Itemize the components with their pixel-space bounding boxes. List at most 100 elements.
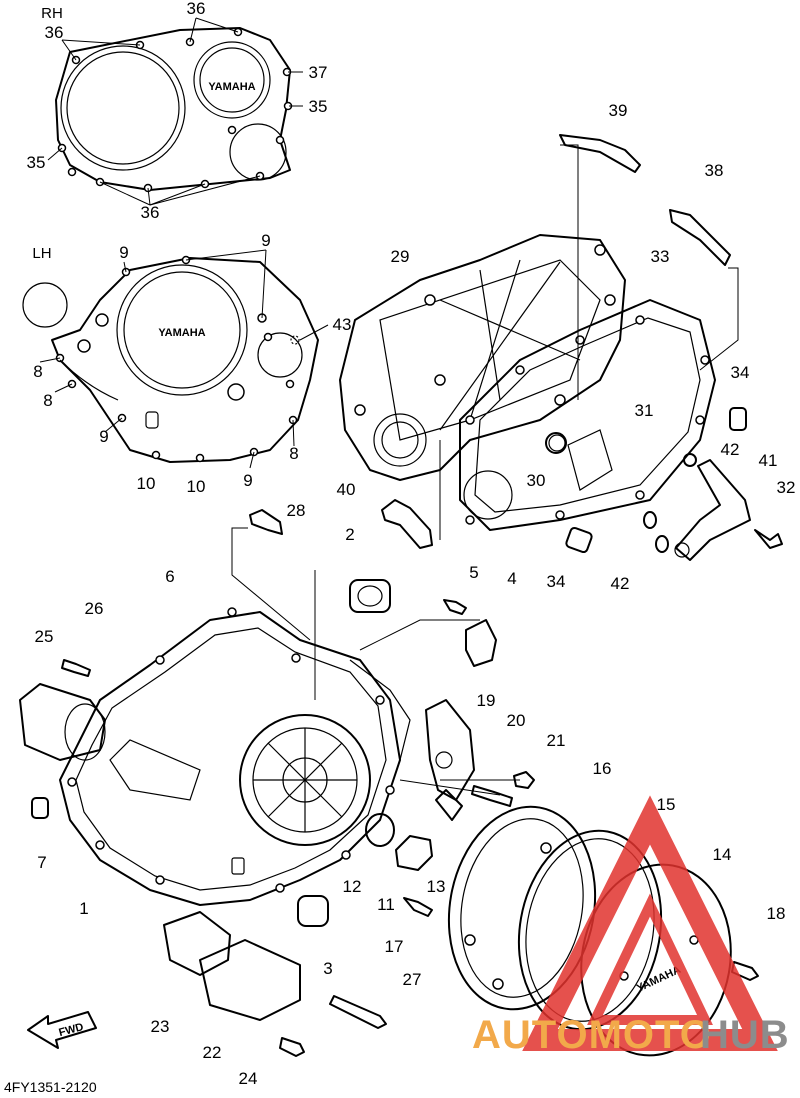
callout-14: 14 [713,845,732,864]
brand-emboss-lh: YAMAHA [158,327,205,339]
callout-9: 9 [119,243,128,262]
bracket-40 [381,499,433,549]
callout-19: 19 [477,691,496,710]
callout-9: 9 [243,471,252,490]
rh-leader-lines [47,17,303,206]
callout-9: 9 [261,231,270,250]
bolt-27 [329,995,387,1029]
callout-30: 30 [527,471,546,490]
bolt-20 [471,785,513,807]
callout-36: 36 [45,23,64,42]
callout-5: 5 [469,563,478,582]
diagram-code: 4FY1351-2120 [4,1079,97,1095]
bracket-38 [669,209,731,266]
callout-11: 11 [377,895,395,914]
gasket-15 [517,829,663,1031]
callout-8: 8 [289,444,298,463]
callout-7: 7 [37,853,46,872]
watermark: AUTOMOTO HUB [472,795,790,1057]
plate-4 [465,619,497,667]
callout-24: 24 [239,1069,258,1088]
callout-39: 39 [609,101,628,120]
callout-28: 28 [287,501,306,520]
callout-12: 12 [343,877,362,896]
bolt-5 [443,599,467,615]
gear-cover-23 [163,911,231,976]
callout-34: 34 [547,572,566,591]
callout-1: 1 [79,899,88,918]
callout-3: 3 [323,959,332,978]
callout-18: 18 [767,904,786,923]
callout-33: 33 [651,247,670,266]
callout-20: 20 [507,711,526,730]
callout-8: 8 [43,391,52,410]
starter-motor-25 [19,683,106,761]
callout-26: 26 [85,599,104,618]
callout-35: 35 [27,153,46,172]
bracket-39 [559,134,641,173]
callout-41: 41 [759,451,778,470]
callout-34: 34 [731,363,750,382]
callout-29: 29 [391,247,410,266]
dowel-pin-34b [565,526,593,554]
callout-42: 42 [611,574,630,593]
callout-42: 42 [721,440,740,459]
callout-17: 17 [385,937,404,956]
gasket-ring-16 [447,805,597,1011]
callout-8: 8 [33,362,42,381]
watermark-triangle [522,795,778,1051]
callout-36: 36 [141,203,160,222]
clamp-13 [435,789,463,821]
callout-9: 9 [99,427,108,446]
callout-10: 10 [137,474,156,493]
callout-15: 15 [657,795,676,814]
bolt-21 [513,771,535,789]
cover-19 [425,699,475,801]
callout-38: 38 [705,161,724,180]
callout-31: 31 [635,401,654,420]
screw-17 [403,897,433,917]
callout-2: 2 [345,525,354,544]
callout-37: 37 [309,63,328,82]
watermark-triangle-inner [587,893,713,1025]
callout-32: 32 [777,478,796,497]
callout-35: 35 [309,97,328,116]
o-ring-42a [683,453,697,467]
callout-16: 16 [593,759,612,778]
bolt-24 [279,1037,305,1057]
o-ring-42b [643,511,669,553]
crankcase-cover-29 [339,234,626,481]
bolt-26 [61,659,91,677]
lh-crankcase-cover-gasket [22,255,319,463]
bracket-28 [249,509,283,535]
callout-22: 22 [203,1043,222,1062]
callout-6: 6 [165,567,174,586]
plug-11 [395,835,433,871]
rh-crankcase-cover-gasket [55,27,293,193]
callout-4: 4 [507,569,516,588]
lh-leader-lines [39,249,329,469]
callout-25: 25 [35,627,54,646]
bolt-32 [754,529,783,549]
oil-seal-30 [545,432,567,454]
crankcase-cover-gasket-33 [459,299,716,531]
callout-36: 36 [187,0,206,18]
bearing-2 [349,579,391,613]
watermark-text-b: HUB [700,1013,790,1057]
assembly-leader-lines [231,144,739,796]
callout-10: 10 [187,477,206,496]
side-label-lh: LH [32,245,51,262]
callout-43: 43 [333,315,352,334]
oil-seal-3 [297,895,329,927]
callout-13: 13 [427,877,446,896]
callout-21: 21 [547,731,566,750]
dowel-pin-7 [31,797,49,819]
lever-41 [674,459,751,561]
housing-22 [199,939,301,1021]
forward-direction-arrow: FWD [27,1011,97,1049]
watermark-text-a: AUTOMOTO [472,1013,712,1057]
callout-27: 27 [403,970,422,989]
oring-12 [365,813,395,847]
